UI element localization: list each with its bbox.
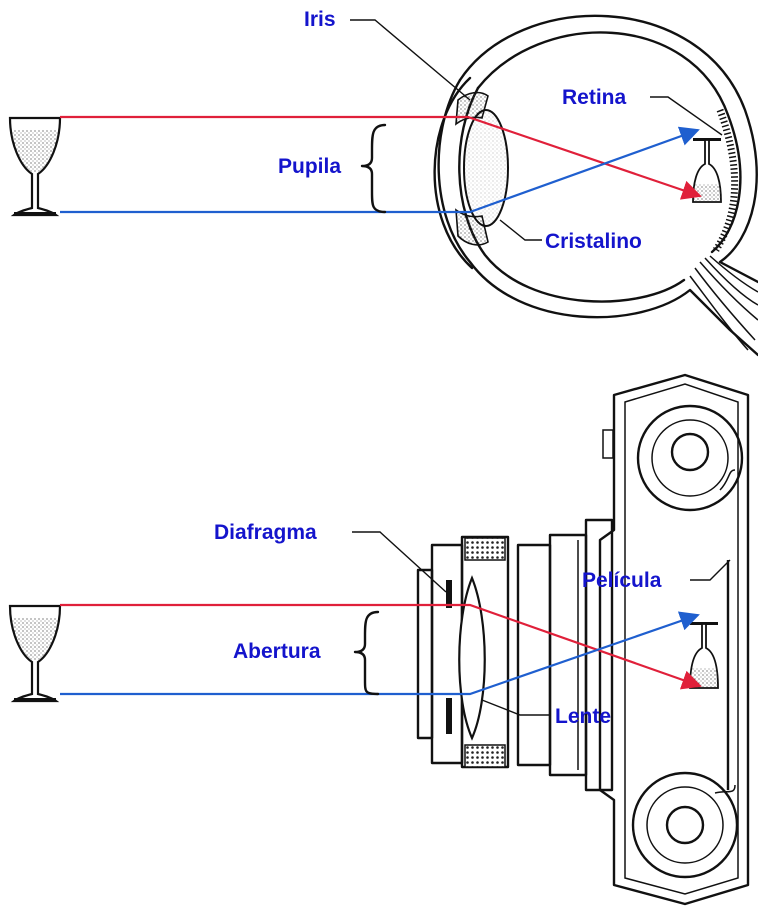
- eye-ray-bottom: [60, 126, 700, 214]
- label-iris: Iris: [304, 8, 336, 31]
- camera-ray-top: [60, 603, 702, 690]
- lente-leader: [481, 699, 550, 716]
- pupila-brace: [360, 123, 387, 214]
- eye-optic-nerve: [689, 255, 758, 351]
- label-lente: Lente: [555, 705, 611, 728]
- eye-crystalline-lens: [463, 109, 509, 227]
- film-image-glass: [689, 622, 719, 689]
- object-glass-eye: [8, 116, 62, 217]
- eye-sclera-inner: [476, 31, 742, 254]
- eye-cornea: [433, 76, 474, 270]
- eye-illustration: [433, 14, 758, 357]
- eye-rays: [60, 115, 702, 214]
- camera-diaphragm-top: [446, 580, 452, 608]
- label-abertura: Abertura: [233, 640, 321, 663]
- label-pupila: Pupila: [278, 155, 341, 178]
- cristalino-leader: [499, 219, 542, 241]
- retina-leader: [650, 96, 723, 136]
- camera-illustration: [416, 373, 750, 906]
- focus-ring-top: [464, 537, 506, 561]
- camera-diaphragm-bottom: [446, 698, 452, 734]
- diafragma-leader: [352, 531, 447, 593]
- iris-leader: [350, 19, 471, 101]
- camera-ray-bottom: [60, 611, 700, 696]
- label-pelicula: Película: [582, 569, 662, 592]
- pelicula-leader: [690, 559, 731, 581]
- camera-body: [598, 373, 750, 906]
- focus-ring-bottom: [464, 744, 506, 768]
- eye-sclera-outer: [458, 14, 758, 284]
- label-retina: Retina: [562, 86, 627, 109]
- label-diafragma: Diafragma: [214, 521, 317, 544]
- retina-image-glass: [692, 138, 722, 203]
- camera-bottom-spool: [631, 771, 739, 879]
- object-glass-camera: [8, 604, 62, 703]
- camera-lens: [458, 575, 486, 741]
- camera-top-spool: [636, 404, 744, 512]
- camera-rays: [60, 603, 702, 696]
- eye-retina-band: [713, 108, 739, 252]
- label-cristalino: Cristalino: [545, 230, 642, 253]
- eye-ray-top: [60, 115, 702, 200]
- abertura-brace: [353, 610, 380, 696]
